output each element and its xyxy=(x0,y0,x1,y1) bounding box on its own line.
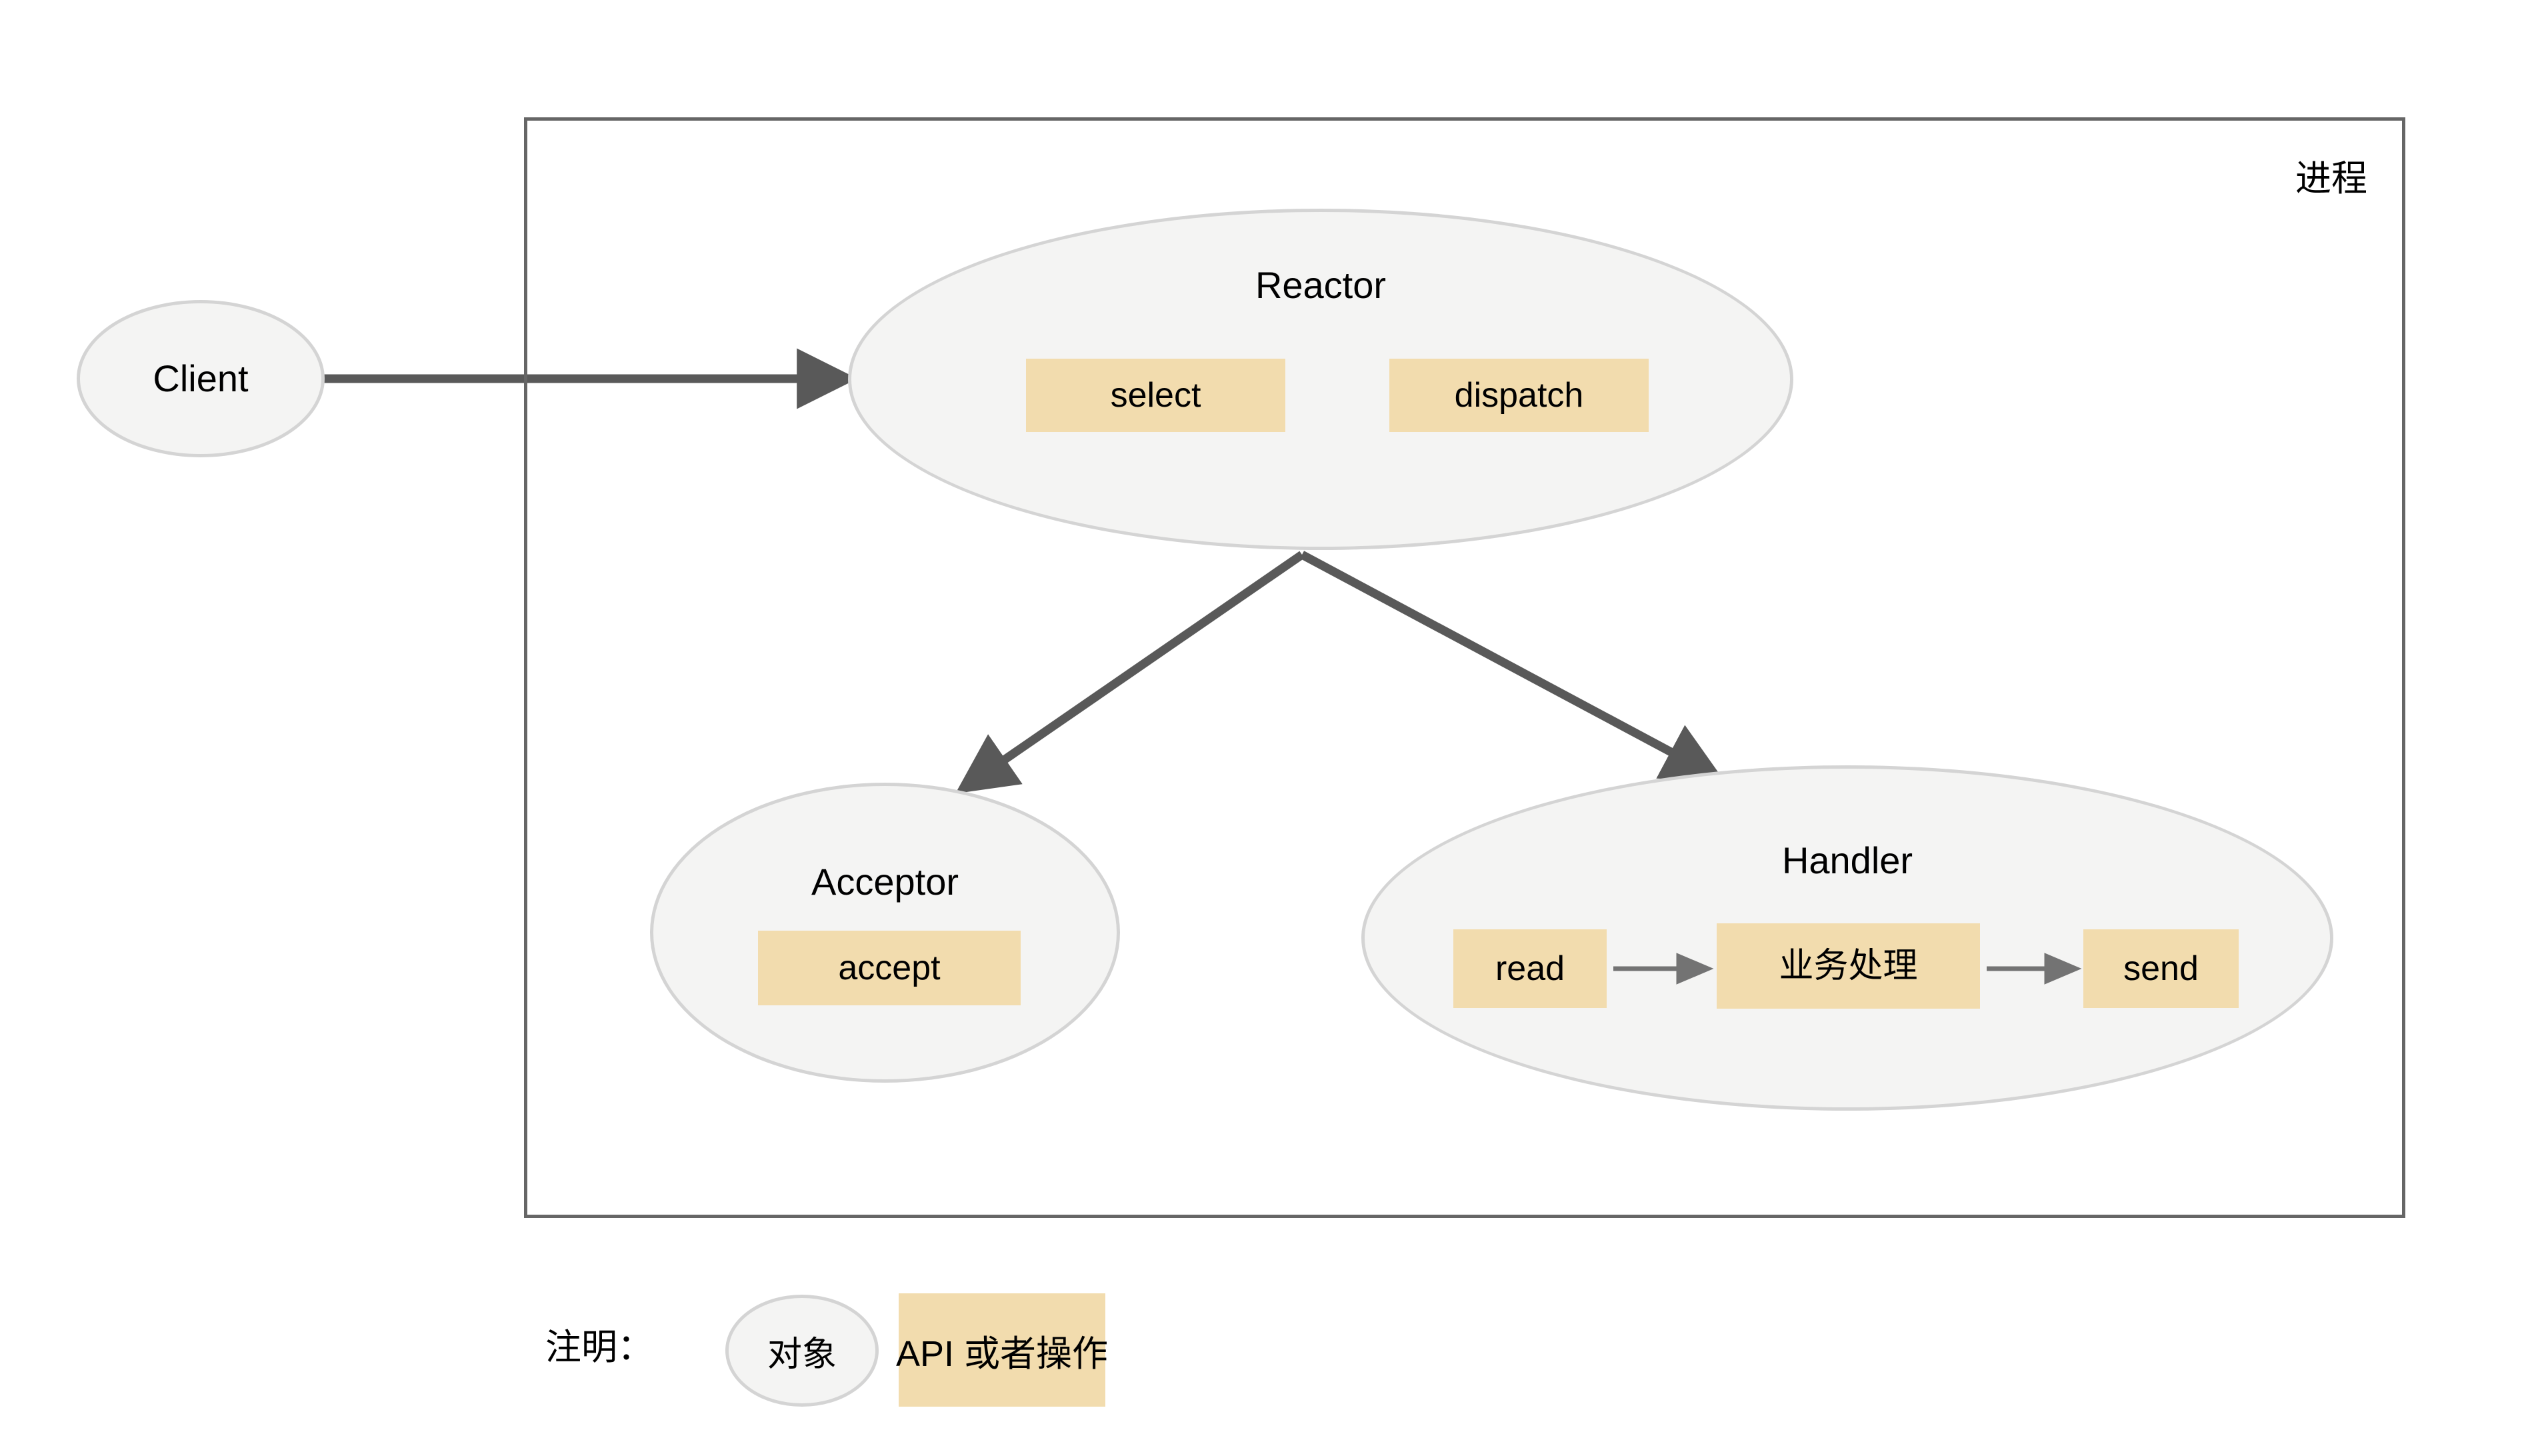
operation-business-process[interactable]: 业务处理 xyxy=(1717,923,1980,1009)
node-reactor-label: Reactor xyxy=(1255,264,1387,306)
node-reactor[interactable]: Reactor xyxy=(848,209,1793,550)
legend-title: 注明： xyxy=(545,1327,653,1367)
process-label: 进程 xyxy=(2295,159,2367,199)
node-acceptor-label: Acceptor xyxy=(811,861,959,903)
operation-accept[interactable]: accept xyxy=(758,931,1021,1005)
legend: 注明： 对象 API 或者操作 xyxy=(545,1287,1479,1440)
node-client[interactable]: Client xyxy=(77,300,325,457)
node-handler-label: Handler xyxy=(1781,839,1913,881)
process-boundary: 进程 xyxy=(524,117,2405,1218)
operation-read[interactable]: read xyxy=(1453,929,1607,1008)
legend-object-swatch: 对象 xyxy=(725,1295,879,1407)
node-client-label: Client xyxy=(153,357,249,399)
legend-api-swatch: API 或者操作 xyxy=(896,1293,1108,1407)
operation-select[interactable]: select xyxy=(1026,359,1285,432)
operation-send[interactable]: send xyxy=(2083,929,2239,1008)
operation-dispatch[interactable]: dispatch xyxy=(1389,359,1649,432)
